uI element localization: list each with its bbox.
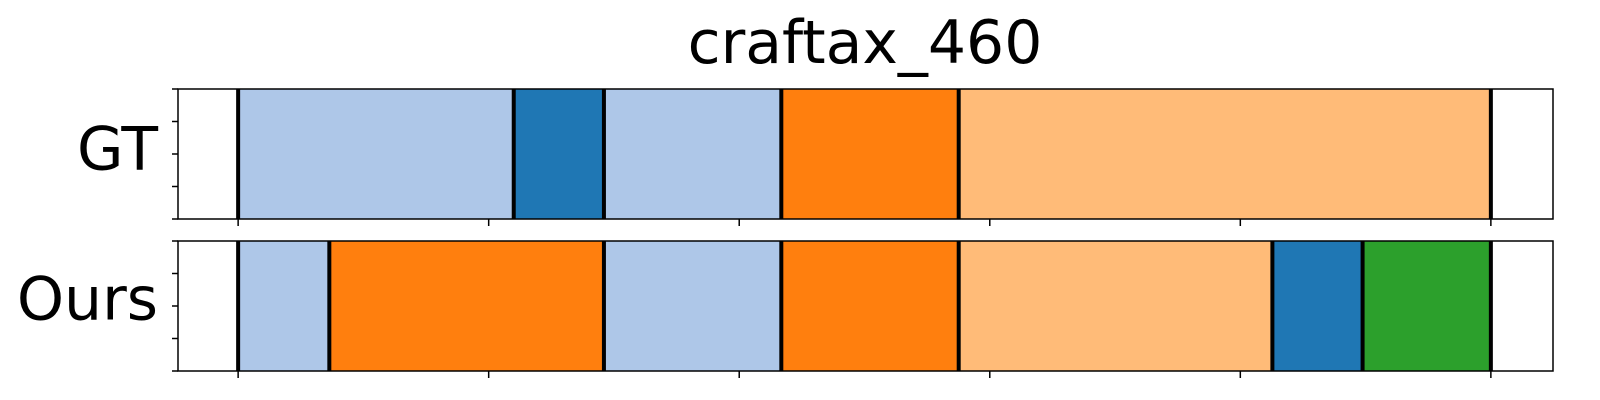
- segment: [1272, 241, 1363, 371]
- segment: [958, 241, 1273, 371]
- segment: [1490, 241, 1553, 371]
- row-ours: Ours: [17, 240, 1554, 378]
- segment: [603, 241, 782, 371]
- row-gt: GT: [77, 88, 1554, 226]
- segment: [781, 241, 959, 371]
- segment: [603, 89, 782, 219]
- segment: [178, 89, 239, 219]
- row-label: Ours: [17, 265, 158, 335]
- segment: [178, 241, 239, 371]
- segment: [238, 89, 514, 219]
- segment: [329, 241, 604, 371]
- segment: [1362, 241, 1491, 371]
- segment: [1490, 89, 1553, 219]
- chart-title: craftax_460: [688, 8, 1043, 78]
- row-label: GT: [77, 115, 158, 185]
- segment: [958, 89, 1491, 219]
- segment: [513, 89, 604, 219]
- segment: [781, 89, 959, 219]
- segment: [238, 241, 330, 371]
